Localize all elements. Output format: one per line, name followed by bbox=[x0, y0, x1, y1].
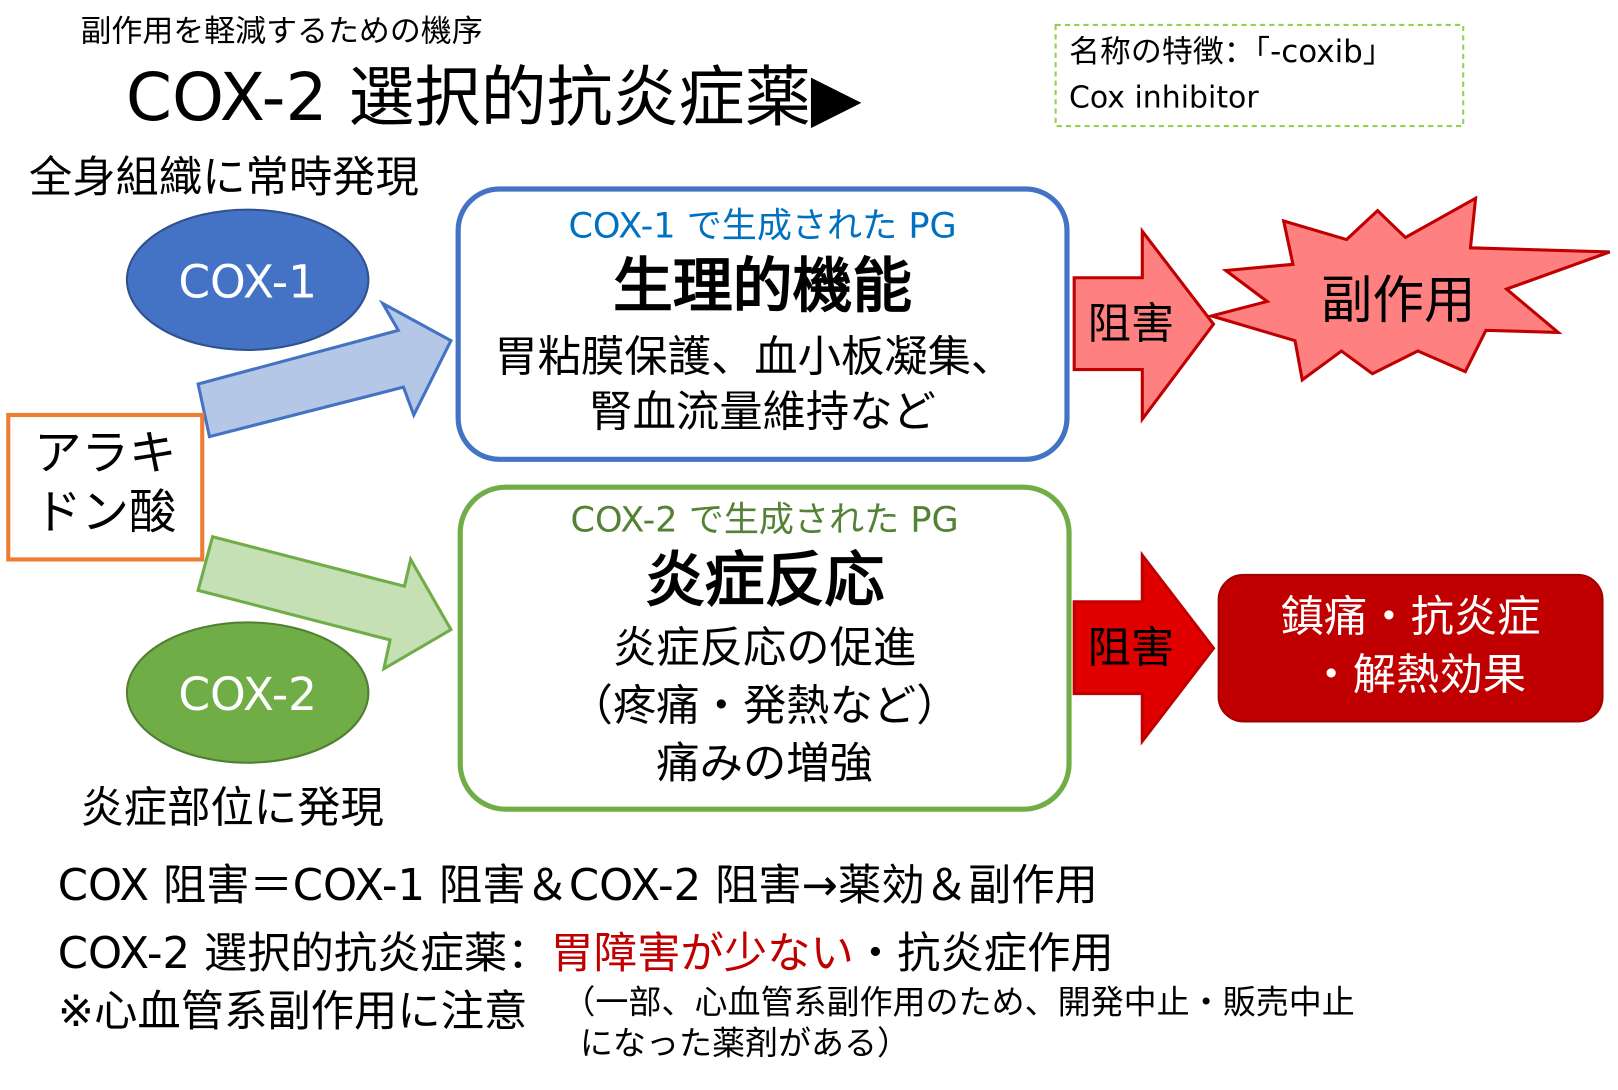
cox2-box-line3: 痛みの増強 bbox=[656, 739, 873, 789]
naming-feature-box: 名称の特徴：「-coxib」 Cox inhibitor bbox=[1054, 23, 1465, 128]
arachidonic-acid-line1: アラキ bbox=[34, 427, 176, 482]
cox2-ellipse: COX-2 bbox=[125, 621, 370, 764]
cox2-inhibit-label: 阻害 bbox=[1088, 624, 1175, 674]
side-effect-burst: 副作用 bbox=[1205, 195, 1611, 383]
note-cox2-prefix: COX-2 選択的抗炎症薬： bbox=[58, 929, 551, 979]
note-cox2-selective: COX-2 選択的抗炎症薬：胃障害が少ない・抗炎症作用 bbox=[58, 929, 1114, 979]
naming-feature-english: Cox inhibitor bbox=[1069, 80, 1259, 115]
note-cox-inhibition: COX 阻害＝COX-1 阻害＆COX-2 阻害→薬効＆副作用 bbox=[58, 861, 1098, 911]
cox1-box-line1: 胃粘膜保護、血小板凝集、 bbox=[494, 333, 1014, 383]
cox2-box-caption: COX-2 で生成された PG bbox=[571, 500, 959, 541]
page-title: COX-2 選択的抗炎症薬▶ bbox=[126, 59, 862, 136]
cox1-box-caption: COX-1 で生成された PG bbox=[568, 205, 956, 246]
therapeutic-effect-line1: 鎮痛・抗炎症 bbox=[1281, 593, 1541, 643]
cox2-expression-label: 炎症部位に発現 bbox=[80, 784, 383, 834]
naming-feature-text: 名称の特徴：「-coxib」 bbox=[1069, 34, 1394, 70]
cox2-box-line2: （疼痛・発熱など） bbox=[570, 681, 960, 731]
note-cardiovascular-warning: ※心血管系副作用に注意 bbox=[58, 987, 528, 1037]
subtitle: 副作用を軽減するための機序 bbox=[80, 13, 482, 49]
arachidonic-acid-line2: ドン酸 bbox=[34, 485, 176, 540]
cox2-box-title: 炎症反応 bbox=[645, 546, 884, 616]
therapeutic-effect-line2: ・解熱効果 bbox=[1309, 650, 1526, 700]
arachidonic-acid-box: アラキ ドン酸 bbox=[6, 412, 205, 562]
cox2-box-line1: 炎症反応の促進 bbox=[613, 624, 916, 674]
cox2-pg-box: COX-2 で生成された PG 炎症反応 炎症反応の促進 （疼痛・発熱など） 痛… bbox=[457, 484, 1072, 812]
cox2-inhibit-arrow: 阻害 bbox=[1072, 550, 1216, 746]
cox1-pg-box: COX-1 で生成された PG 生理的機能 胃粘膜保護、血小板凝集、 腎血流量維… bbox=[455, 186, 1070, 462]
cox1-label: COX-1 bbox=[178, 255, 317, 308]
note-cox2-suffix: ・抗炎症作用 bbox=[854, 929, 1114, 979]
cox1-ellipse: COX-1 bbox=[125, 208, 370, 352]
arrow-to-cox1 bbox=[196, 299, 453, 439]
note-cardiovascular-aside1: （一部、心血管系副作用のため、開発中止・販売中止 bbox=[562, 982, 1354, 1021]
cox1-box-title: 生理的機能 bbox=[613, 252, 912, 322]
note-cox2-highlight: 胃障害が少ない bbox=[551, 929, 854, 979]
arrow-to-cox2 bbox=[196, 534, 454, 672]
cox1-inhibit-label: 阻害 bbox=[1088, 300, 1175, 350]
side-effect-label: 副作用 bbox=[1321, 271, 1476, 331]
cox2-label: COX-2 bbox=[178, 668, 317, 721]
cox1-expression-label: 全身組織に常時発現 bbox=[29, 153, 419, 203]
therapeutic-effect-box: 鎮痛・抗炎症 ・解熱効果 bbox=[1217, 573, 1604, 723]
cox1-box-line2: 腎血流量維持など bbox=[589, 387, 936, 437]
note-cardiovascular-aside2: になった薬剤がある） bbox=[580, 1024, 910, 1063]
cox1-inhibit-arrow: 阻害 bbox=[1072, 226, 1216, 424]
